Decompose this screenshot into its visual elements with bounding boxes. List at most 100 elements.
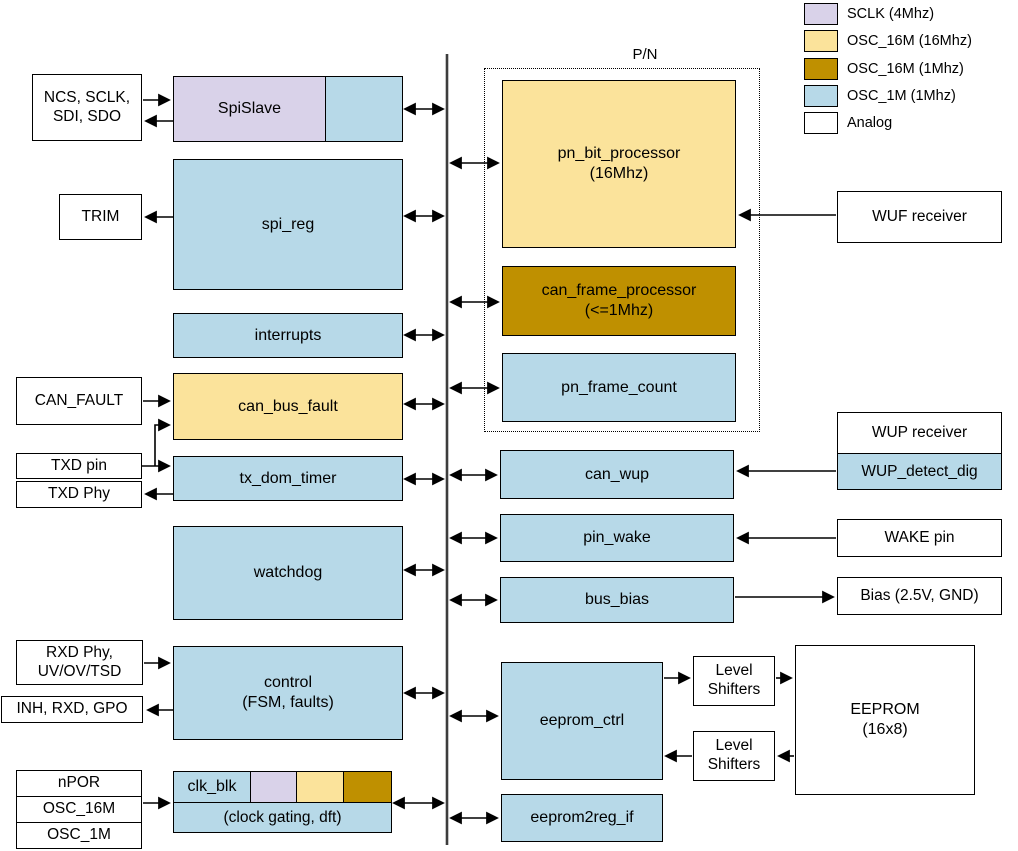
block-interrupts: interrupts	[173, 313, 403, 358]
block-pn-bit-processor: pn_bit_processor (16Mhz)	[502, 80, 736, 248]
block-sublabel: (clock gating, dft)	[223, 808, 342, 826]
io-box-txd-pin: TXD pin	[16, 453, 142, 479]
io-box-level-shifters-bottom: Level Shifters	[693, 731, 775, 781]
block-label: can_bus_fault	[238, 397, 338, 415]
block-sublabel: (16Mhz)	[589, 165, 649, 182]
io-box-wake-pin: WAKE pin	[837, 519, 1002, 557]
io-box-wup-receiver-stack: WUP receiver WUP_detect_dig	[837, 412, 1002, 490]
pn-group-border	[484, 68, 760, 432]
block-label: can_wup	[584, 465, 650, 483]
clk-blk-sclk-seg	[251, 771, 297, 803]
block-bus-bias: bus_bias	[500, 577, 734, 623]
legend-swatch-sclk	[804, 3, 838, 25]
io-box-txd-phy: TXD Phy	[16, 481, 142, 508]
io-box-rxd-phy-uv-ov-tsd: RXD Phy, UV/OV/TSD	[16, 640, 143, 685]
io-label: OSC_16M	[42, 800, 116, 818]
legend-swatch-analog	[804, 112, 838, 134]
legend-swatch-osc1m	[804, 85, 838, 107]
block-tx-dom-timer: tx_dom_timer	[173, 456, 403, 501]
pn-group-title: P/N	[632, 46, 658, 63]
io-box-wup-receiver: WUP receiver	[838, 413, 1001, 453]
io-label: EEPROM	[850, 701, 920, 719]
block-label: eeprom_ctrl	[539, 712, 625, 729]
io-label: Bias (2.5V, GND)	[860, 586, 979, 604]
io-box-trim: TRIM	[59, 194, 142, 240]
legend-label: OSC_1M (1Mhz)	[847, 88, 956, 104]
block-pin-wake: pin_wake	[500, 514, 734, 562]
io-box-eeprom: EEPROM (16x8)	[795, 645, 975, 795]
io-label: Level	[715, 662, 753, 680]
io-label: CAN_FAULT	[34, 391, 124, 409]
io-box-npor: nPOR	[16, 770, 142, 797]
block-label: clk_blk	[187, 778, 237, 795]
io-box-osc-1m: OSC_1M	[16, 822, 142, 849]
io-box-wuf-receiver: WUF receiver	[837, 191, 1002, 243]
io-label: INH, RXD, GPO	[16, 700, 128, 718]
spislave-sclk-domain: SpiSlave	[174, 77, 325, 141]
block-eeprom-ctrl: eeprom_ctrl	[501, 662, 663, 780]
legend-swatch-osc16m-1	[804, 58, 838, 80]
block-sublabel: (<=1Mhz)	[584, 302, 654, 319]
block-label: pin_wake	[583, 529, 651, 546]
block-label: pn_frame_count	[561, 378, 677, 396]
block-label: interrupts	[254, 326, 322, 344]
legend-label: Analog	[847, 115, 893, 131]
spislave-osc1m-domain	[325, 77, 402, 141]
io-label: TXD pin	[51, 456, 107, 474]
clk-blk-osc16m1-seg	[344, 771, 392, 803]
block-label: watchdog	[253, 564, 323, 581]
io-box-can-fault: CAN_FAULT	[16, 377, 142, 425]
block-can-wup: can_wup	[500, 450, 734, 499]
block-spislave: SpiSlave	[173, 76, 403, 142]
io-box-ncs-sclk-sdi-sdo: NCS, SCLK, SDI, SDO	[32, 74, 142, 141]
block-label: can_frame_processor	[541, 282, 697, 299]
io-label: Level	[715, 737, 753, 755]
io-label: nPOR	[57, 774, 101, 792]
block-clk-blk: clk_blk (clock gating, dft)	[173, 771, 392, 833]
block-control: control (FSM, faults)	[173, 646, 403, 740]
block-label: WUP_detect_dig	[861, 462, 978, 480]
legend-item-osc16m-16: OSC_16M (16Mhz)	[804, 30, 972, 52]
block-watchdog: watchdog	[173, 526, 403, 620]
io-label: WUF receiver	[872, 207, 967, 225]
io-label: WAKE pin	[884, 528, 955, 546]
io-label: UV/OV/TSD	[37, 662, 122, 680]
legend-item-osc1m: OSC_1M (1Mhz)	[804, 85, 956, 107]
block-label: spi_reg	[261, 215, 315, 233]
legend-item-sclk: SCLK (4Mhz)	[804, 3, 934, 25]
clk-blk-sub-row: (clock gating, dft)	[173, 803, 392, 833]
io-label: Shifters	[707, 756, 761, 773]
block-eeprom2reg-if: eeprom2reg_if	[501, 794, 663, 842]
arrow-txd-pin-to-can-bus-fault	[154, 418, 171, 466]
legend-label: OSC_16M (1Mhz)	[847, 61, 964, 77]
block-label: control	[263, 674, 313, 691]
legend-label: SCLK (4Mhz)	[847, 6, 935, 22]
io-label: NCS, SCLK,	[43, 88, 131, 106]
io-label: TRIM	[81, 207, 120, 225]
legend-item-analog: Analog	[804, 112, 892, 134]
block-label: bus_bias	[584, 591, 650, 608]
block-wup-detect-dig: WUP_detect_dig	[838, 453, 1001, 489]
io-box-inh-rxd-gpo: INH, RXD, GPO	[1, 696, 143, 723]
block-can-frame-processor: can_frame_processor (<=1Mhz)	[502, 266, 736, 336]
legend-swatch-osc16m-16	[804, 30, 838, 52]
io-label: SDI, SDO	[52, 107, 122, 125]
io-label: WUP receiver	[871, 424, 968, 441]
clk-blk-label-seg: clk_blk	[173, 771, 251, 803]
block-pn-frame-count: pn_frame_count	[502, 353, 736, 422]
legend-item-osc16m-1: OSC_16M (1Mhz)	[804, 58, 964, 80]
legend-label: OSC_16M (16Mhz)	[847, 33, 972, 49]
io-box-osc-16m: OSC_16M	[16, 796, 142, 823]
io-box-level-shifters-top: Level Shifters	[693, 656, 775, 706]
block-label: tx_dom_timer	[239, 469, 337, 487]
block-sublabel: (FSM, faults)	[242, 694, 334, 711]
clk-blk-domain-strip: clk_blk	[173, 771, 392, 803]
io-label: Shifters	[707, 681, 761, 698]
block-label: pn_bit_processor	[557, 145, 681, 162]
block-can-bus-fault: can_bus_fault	[173, 373, 403, 440]
io-label: TXD Phy	[47, 485, 110, 503]
block-label: eeprom2reg_if	[530, 809, 634, 826]
block-spi-reg: spi_reg	[173, 159, 403, 290]
io-label: RXD Phy,	[46, 643, 113, 661]
